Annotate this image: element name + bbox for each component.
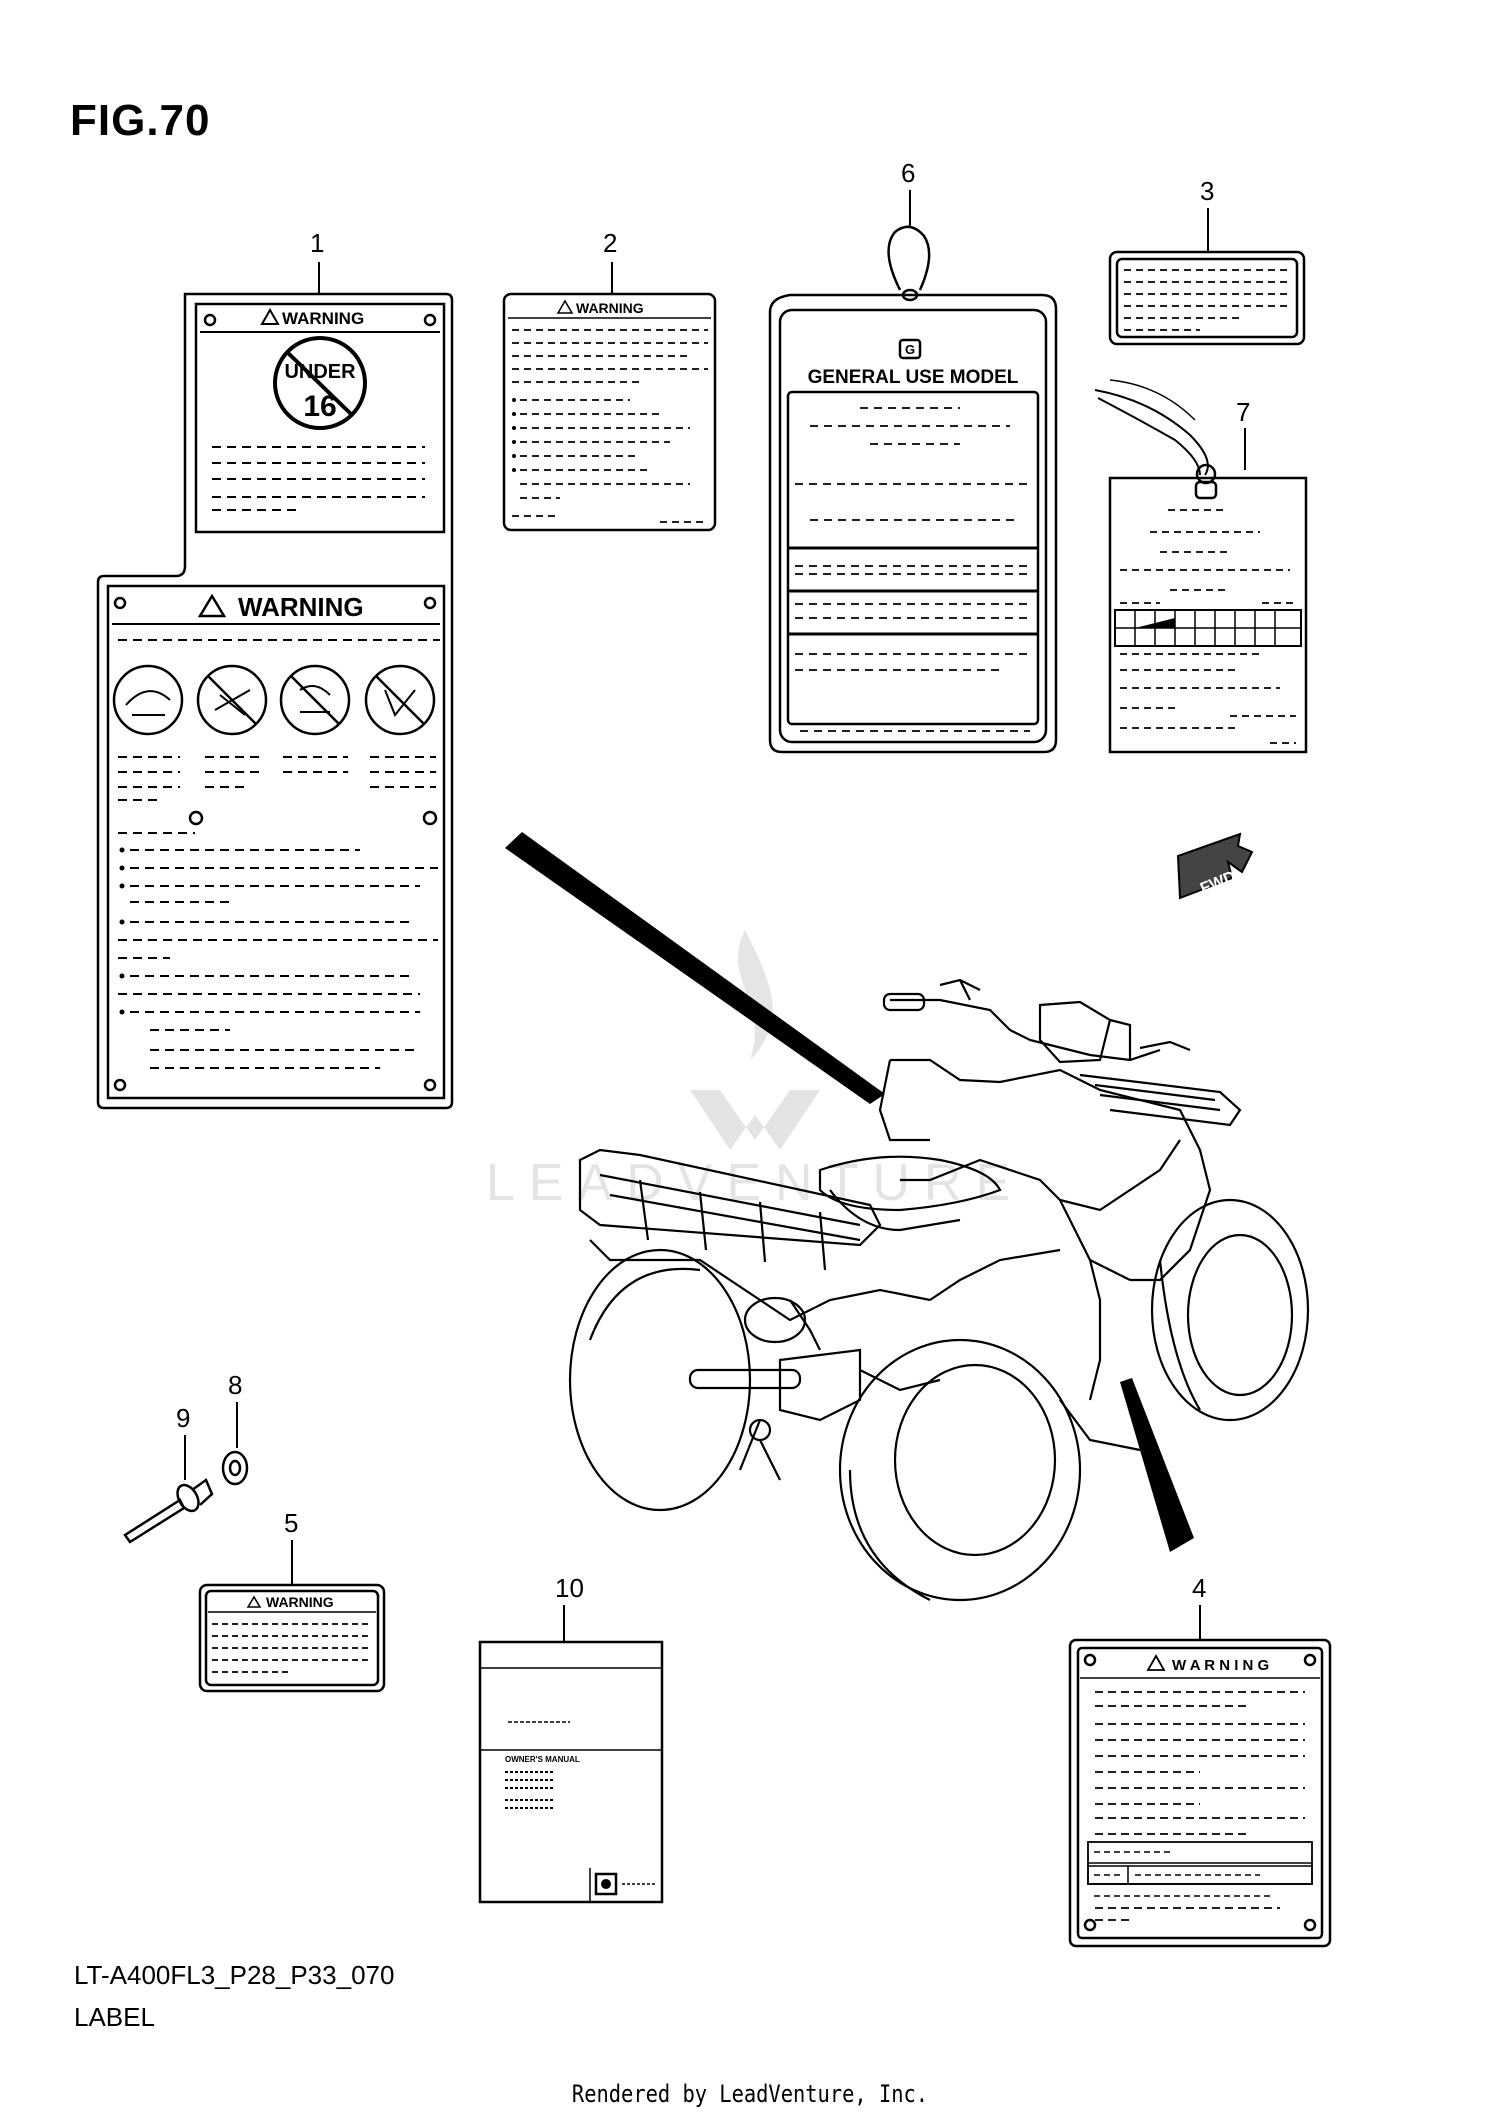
fwd-arrow-icon: FWD — [1176, 832, 1254, 900]
label-4-warning-text: W A R N I N G — [1172, 1657, 1269, 1674]
under-age-text: 16 — [303, 390, 336, 423]
callout-9: 9 — [176, 1403, 191, 1433]
callout-10: 10 — [555, 1573, 584, 1603]
pointer-to-label-4 — [1120, 1378, 1194, 1552]
owners-manual-text: OWNER'S MANUAL — [505, 1755, 580, 1764]
label-7-hang-tag — [1094, 379, 1308, 754]
diagram-code: LT-A400FL3_P28_P33_070 — [74, 1960, 395, 1990]
callout-5: 5 — [284, 1508, 299, 1538]
under-text: UNDER — [284, 361, 356, 383]
label-2-warning-text: WARNING — [576, 300, 644, 316]
general-use-text: GENERAL USE MODEL — [808, 367, 1019, 388]
label-1-big-warning-text: WARNING — [238, 592, 364, 622]
part-8-washer — [221, 1450, 249, 1486]
leader-lines — [184, 190, 1246, 1642]
tag-letter: G — [905, 342, 915, 357]
label-3 — [1108, 250, 1306, 346]
part-9-rivet — [123, 1478, 214, 1544]
callout-6: 6 — [901, 158, 916, 188]
callout-2: 2 — [603, 228, 618, 258]
callout-4: 4 — [1192, 1573, 1207, 1603]
label-5-warning: WARNING — [198, 1583, 386, 1693]
figure-title: FIG.70 — [70, 96, 211, 145]
pointer-to-label-1 — [505, 832, 885, 1104]
atv-illustration — [568, 978, 1310, 1602]
label-4-warning: W A R N I N G — [1068, 1638, 1332, 1948]
leadventure-watermark: LEADVENTURE — [486, 930, 1024, 1212]
callout-3: 3 — [1200, 176, 1215, 206]
diagram-name: LABEL — [74, 2002, 155, 2032]
label-1-warning: WARNING UNDER 16 WARNING — [96, 292, 454, 1110]
label-2-warning: WARNING — [502, 292, 717, 532]
rendered-by-credit: Rendered by LeadVenture, Inc. — [571, 2080, 929, 2108]
part-10-owners-manual: OWNER'S MANUAL — [478, 1640, 664, 1904]
label-1-warning-text: WARNING — [282, 309, 364, 328]
callout-7: 7 — [1236, 397, 1251, 427]
callout-1: 1 — [310, 228, 325, 258]
callout-8: 8 — [228, 1370, 243, 1400]
watermark-text: LEADVENTURE — [486, 1154, 1024, 1212]
label-6-general-use-tag: G GENERAL USE MODEL — [768, 225, 1058, 754]
label-5-warning-text: WARNING — [266, 1594, 334, 1610]
